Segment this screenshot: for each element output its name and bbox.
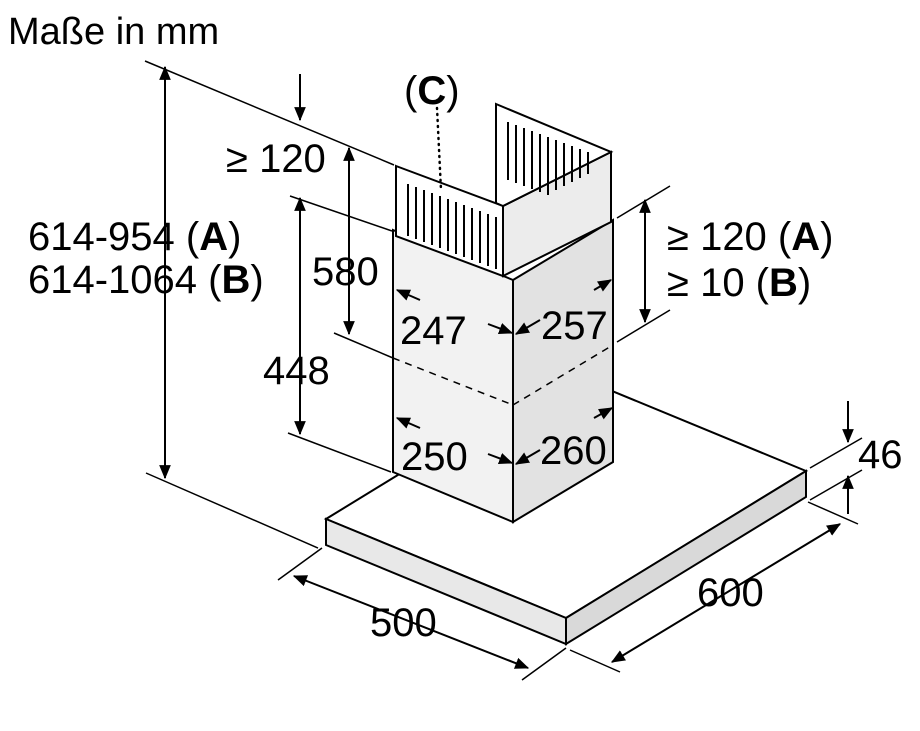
dim-upper-depth-b (593, 279, 613, 292)
label-canopy-depth: 600 (697, 571, 764, 615)
dimension-labels: (C) 614-954 (A) 614-1064 (B) ≥ 120 580 4… (28, 69, 903, 645)
front-vent-grill (407, 184, 497, 269)
label-clear-top: ≥ 120 (226, 137, 326, 181)
hood-body (323, 102, 809, 646)
leader-c (435, 106, 443, 192)
label-right-b: ≥ 10 (B) (667, 261, 811, 305)
lower-chimney-side (512, 218, 614, 524)
label-c: (C) (404, 69, 460, 113)
dim-upper-width-b (487, 323, 514, 334)
dim-lower-width-a (395, 417, 421, 429)
label-upper-chimney: 580 (312, 250, 379, 294)
label-overall-height-b: 614-1064 (B) (28, 258, 264, 302)
dim-canopy-depth (611, 523, 841, 663)
dim-canopy-width (292, 575, 530, 669)
hidden-edge-side (512, 344, 614, 406)
label-canopy-height: 46 (858, 433, 903, 477)
label-lower-chimney: 448 (263, 349, 330, 393)
dimension-lines (159, 65, 854, 669)
dim-lower-depth-b (593, 407, 614, 420)
label-upper-width: 247 (400, 309, 467, 353)
dim-upper-width-a (395, 289, 421, 301)
label-right-a: ≥ 120 (A) (667, 215, 833, 259)
dim-lower-width-b (487, 453, 514, 464)
hidden-edge-front (392, 357, 514, 406)
label-lower-width: 250 (401, 435, 468, 479)
label-lower-depth: 260 (540, 429, 607, 473)
dim-upper-depth-a (514, 319, 541, 335)
label-canopy-width: 500 (370, 601, 437, 645)
dim-lower-depth-a (514, 449, 541, 465)
page-title: Maße in mm (8, 11, 219, 53)
back-vent-grill (507, 122, 589, 195)
label-upper-depth: 257 (541, 304, 608, 348)
label-overall-height-a: 614-954 (A) (28, 215, 241, 259)
